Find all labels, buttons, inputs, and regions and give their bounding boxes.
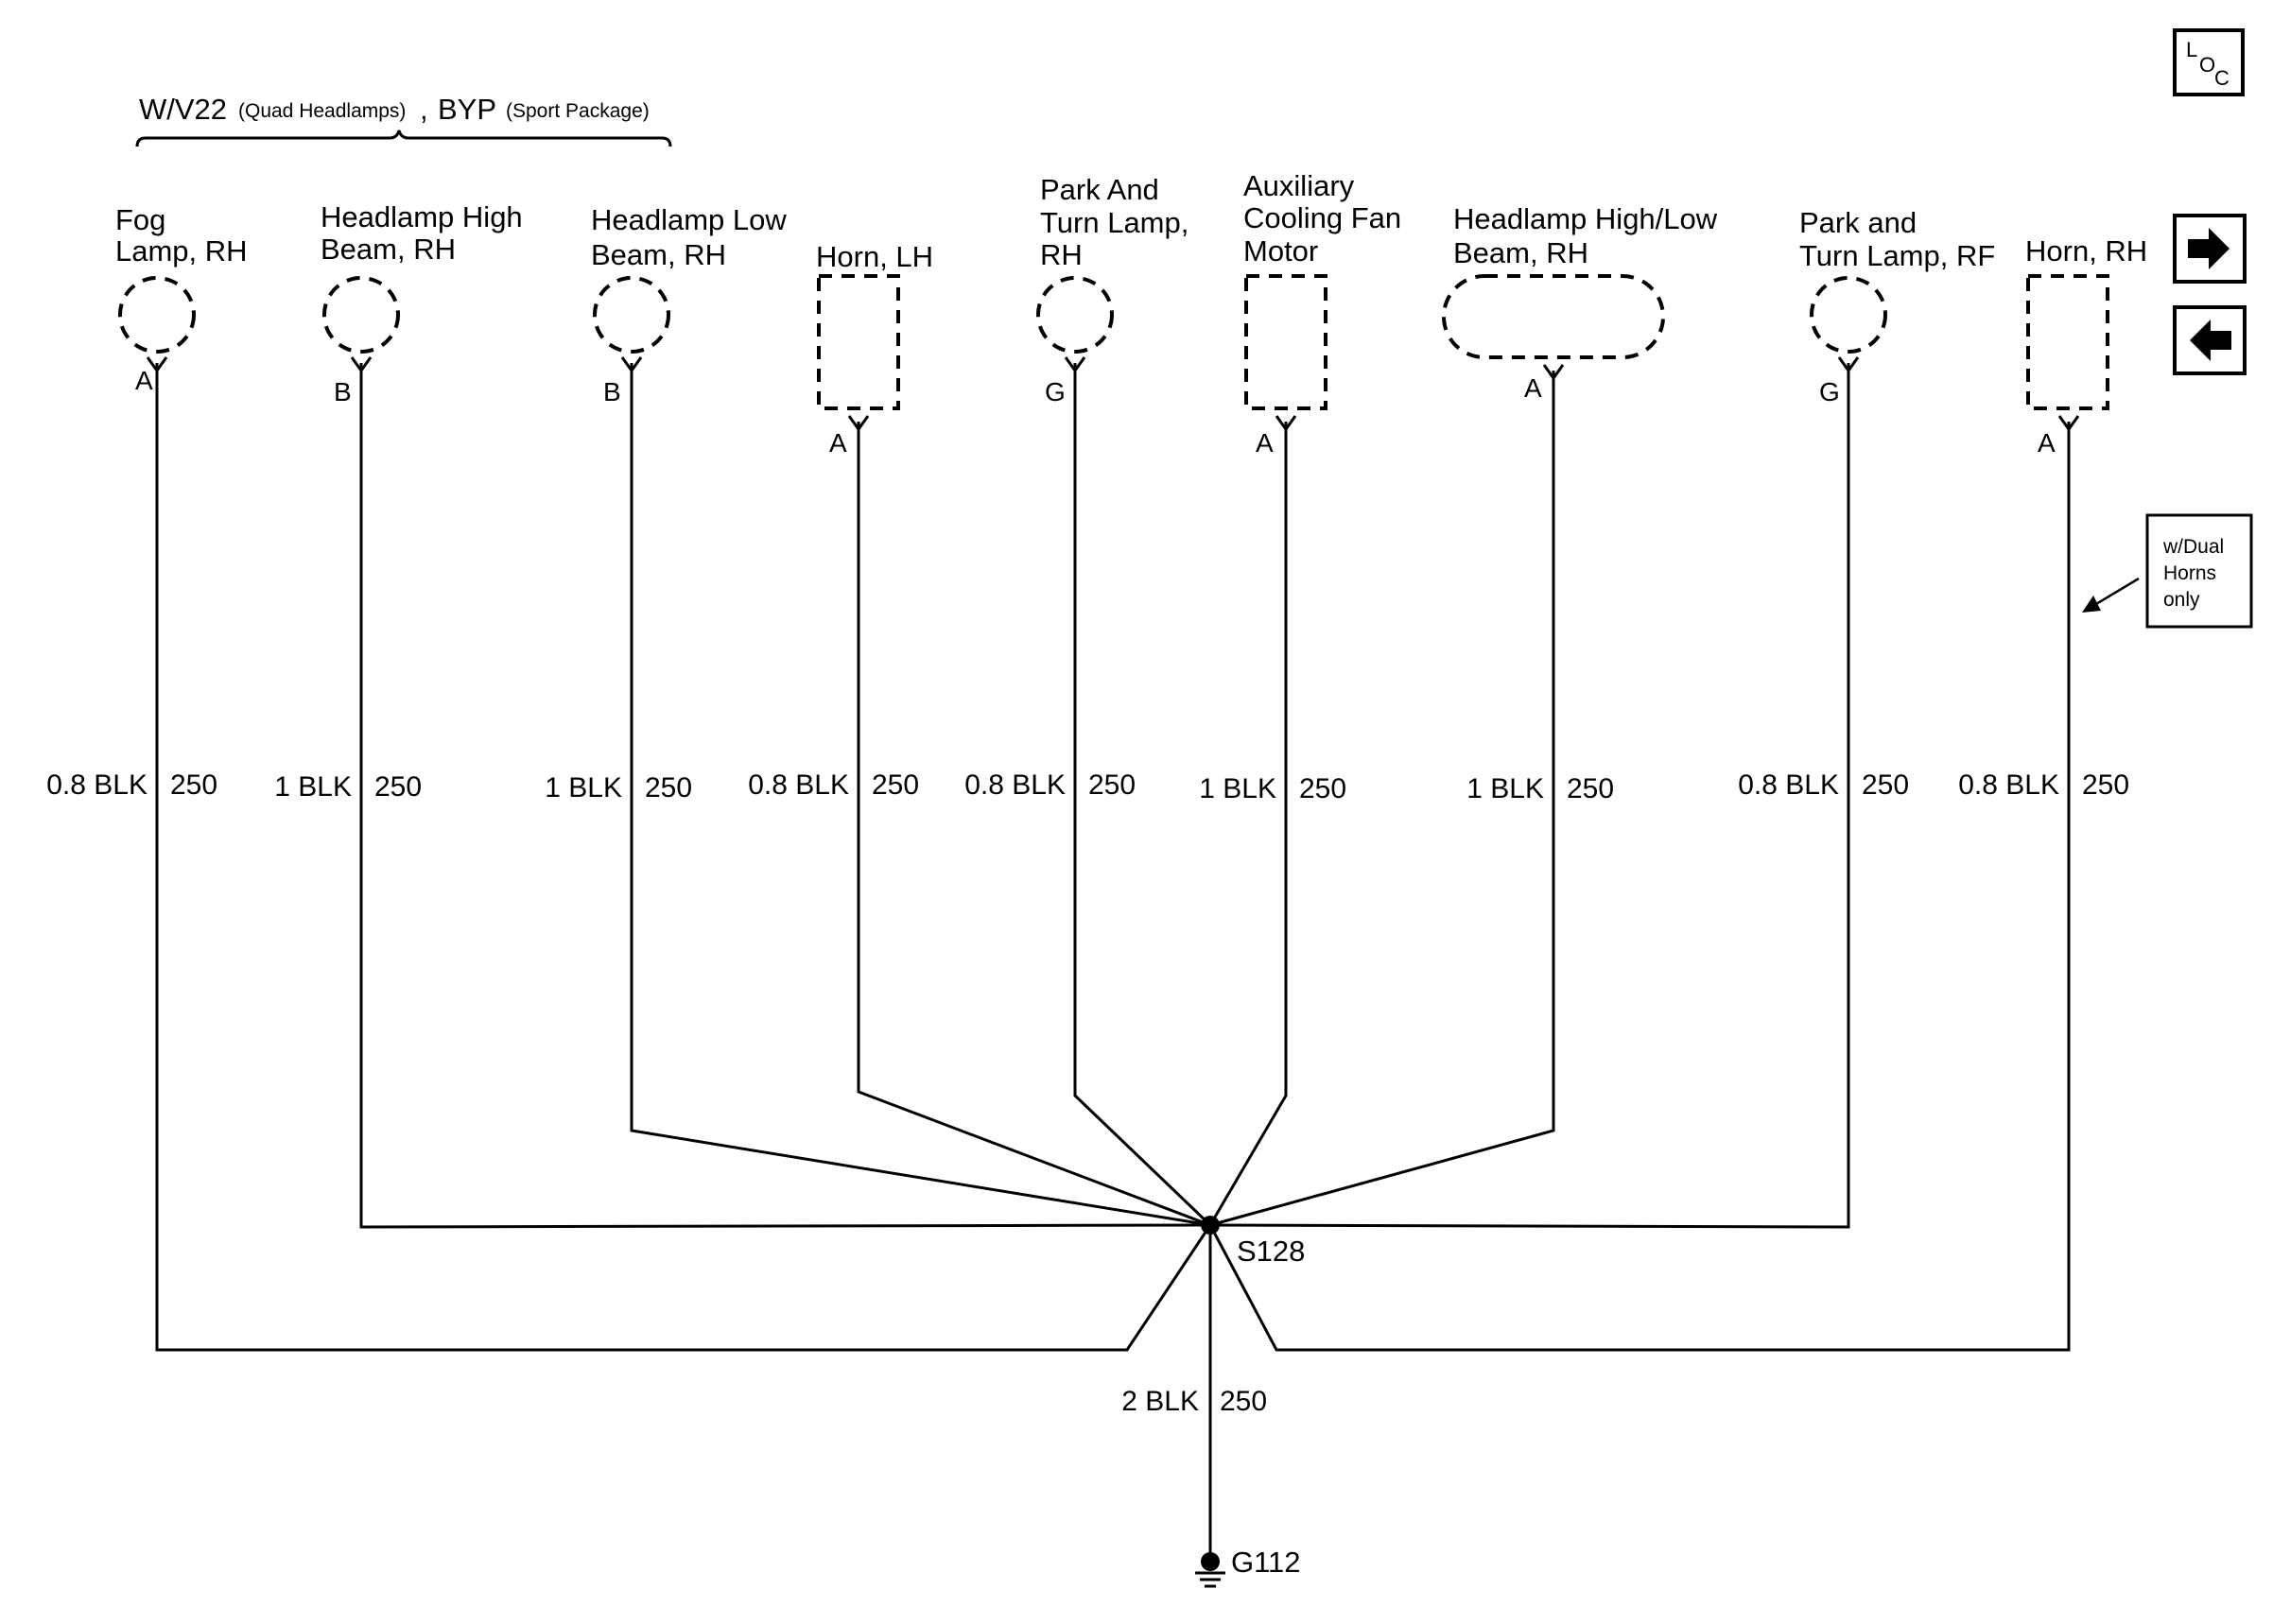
circuit-number-label: 250	[1088, 769, 1136, 801]
component-label: Horn, LH	[816, 240, 933, 273]
svg-text:C: C	[2214, 66, 2230, 90]
option-header: W/V22 (Quad Headlamps) , BYP (Sport Pack…	[135, 93, 672, 147]
circuit-number-label: 250	[645, 772, 692, 803]
wire-size-label: 1 BLK	[274, 771, 352, 803]
circuit-number-label: 250	[872, 769, 919, 801]
connector-pin-label: A	[2038, 428, 2056, 458]
connector-pin-label: A	[1256, 428, 1274, 458]
note-dual-horns: w/Dual Horns only	[2082, 513, 2253, 629]
next-page-button[interactable]	[2173, 214, 2247, 284]
component-label: Horn, RH	[2025, 234, 2147, 268]
circuit-number-label: 250	[170, 769, 217, 801]
option-wv22: W/V22	[139, 93, 227, 126]
component-headlamp-high-low-beam-rh	[1442, 274, 1665, 359]
ground-symbol	[1195, 1552, 1225, 1588]
component-label: Park and	[1799, 206, 1917, 239]
circuit-number-label: 250	[374, 771, 422, 803]
right-arrow-icon	[2188, 228, 2230, 269]
component-headlamp-low-beam-rh	[593, 276, 670, 354]
circuit-number-label: 250	[1862, 769, 1909, 801]
connector-pin-label: A	[1524, 373, 1542, 403]
connector-pin-label: A	[829, 428, 847, 458]
note-line-2: Horns	[2163, 562, 2216, 584]
wires-layer	[155, 363, 2071, 1556]
component-horn-rh	[2026, 274, 2109, 410]
left-arrow-icon	[2190, 320, 2231, 361]
component-label: Headlamp High/Low	[1453, 202, 1718, 235]
connector-pin-label: G	[1819, 377, 1840, 406]
connector-pin-label: B	[603, 377, 621, 406]
option-quad-headlamps: (Quad Headlamps)	[238, 100, 406, 122]
connector-terminals	[146, 356, 2080, 432]
ground-wire-size: 2 BLK	[1121, 1386, 1199, 1417]
circuit-number-label: 250	[2082, 769, 2129, 801]
component-label: Beam, RH	[1453, 236, 1588, 269]
loc-button[interactable]: L O C	[2173, 28, 2245, 96]
option-bracket	[135, 130, 672, 147]
component-label: Motor	[1243, 234, 1318, 268]
component-fog-lamp-rh	[118, 276, 196, 354]
connector-pin-label: B	[334, 377, 352, 406]
circuit-number-label: 250	[1299, 773, 1346, 804]
component-label: Cooling Fan	[1243, 201, 1401, 234]
option-byp: BYP	[438, 93, 496, 126]
component-label: Auxiliary	[1243, 169, 1355, 202]
component-label: Park And	[1040, 173, 1159, 206]
svg-text:L: L	[2186, 38, 2197, 61]
component-label: Turn Lamp, RF	[1799, 239, 1995, 272]
component-label: Beam, RH	[591, 238, 726, 271]
ground-g112-label: G112	[1231, 1546, 1301, 1579]
component-headlamp-high-beam-rh	[322, 276, 400, 354]
connector-pin-label: G	[1045, 377, 1066, 406]
note-line-3: only	[2163, 589, 2200, 611]
component-park-turn-lamp-rh	[1036, 276, 1114, 354]
note-arrowhead	[2082, 596, 2101, 613]
wire-size-label: 1 BLK	[1466, 773, 1544, 804]
previous-page-button[interactable]	[2173, 305, 2247, 375]
component-label: Fog	[115, 203, 165, 236]
wire-size-label: 0.8 BLK	[1958, 769, 2059, 801]
note-line-1: w/Dual	[2162, 536, 2224, 558]
component-label: RH	[1040, 238, 1083, 271]
wire-size-label: 0.8 BLK	[46, 769, 147, 801]
component-label: Turn Lamp,	[1040, 206, 1189, 239]
circuit-number-label: 250	[1567, 773, 1614, 804]
ground-wire-circuit: 250	[1220, 1386, 1267, 1417]
note-arrow	[2091, 577, 2140, 609]
wire-size-label: 0.8 BLK	[964, 769, 1066, 801]
component-park-turn-lamp-rf	[1810, 276, 1887, 354]
splice-s128-label: S128	[1237, 1235, 1305, 1268]
wire-size-label: 0.8 BLK	[1738, 769, 1839, 801]
component-label: Lamp, RH	[115, 234, 248, 268]
component-label: Headlamp High	[321, 200, 523, 233]
component-label: Headlamp Low	[591, 203, 787, 236]
component-aux-cooling-fan-motor	[1244, 274, 1327, 410]
connector-pin-label: A	[135, 366, 153, 395]
option-comma: ,	[420, 93, 428, 126]
wire-size-label: 1 BLK	[1199, 773, 1276, 804]
option-sport-package: (Sport Package)	[506, 100, 650, 122]
wire-size-label: 0.8 BLK	[748, 769, 849, 801]
wire-size-label: 1 BLK	[545, 772, 622, 803]
component-horn-lh	[817, 274, 900, 410]
svg-text:O: O	[2199, 53, 2215, 77]
component-label: Beam, RH	[321, 233, 456, 266]
splice-s128-dot	[1201, 1216, 1220, 1235]
